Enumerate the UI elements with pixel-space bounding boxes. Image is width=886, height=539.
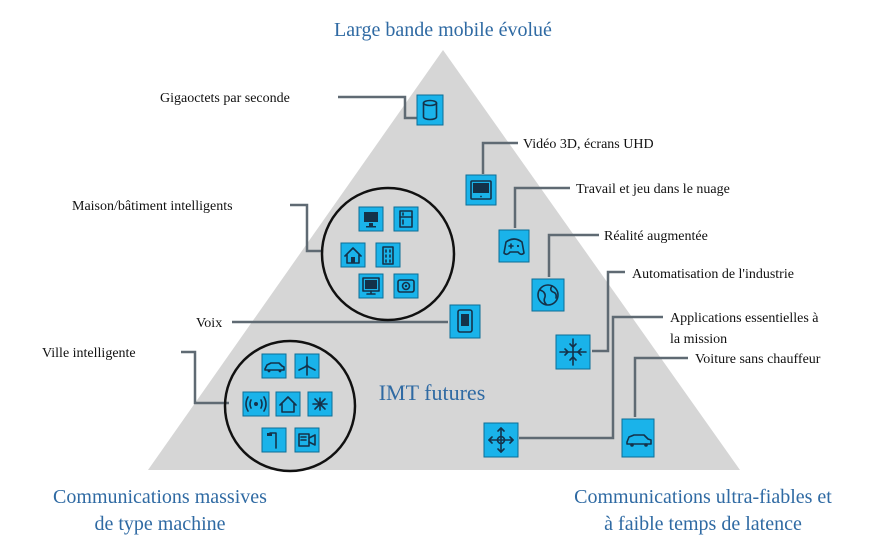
label-voice: Voix <box>196 316 222 331</box>
home-icon <box>340 242 366 268</box>
gamepad-icon <box>498 229 530 263</box>
video-camera-icon <box>294 427 320 453</box>
car-icon <box>621 418 655 458</box>
globe-icon <box>531 278 565 312</box>
smart-home-cluster <box>320 186 456 322</box>
label-industry-automation: Automatisation de l'industrie <box>632 267 794 282</box>
title-massive-mtc-line1: Communications massives <box>53 486 267 508</box>
desktop-icon <box>358 206 384 232</box>
connector-industry-automation <box>592 270 625 353</box>
tv-icon <box>358 273 384 299</box>
signal-icon <box>242 391 270 417</box>
label-video3d: Vidéo 3D, écrans UHD <box>523 137 654 152</box>
label-smart-city: Ville intelligente <box>42 346 136 361</box>
fridge-icon <box>393 206 419 232</box>
title-urllc-line1: Communications ultra-fiables et <box>574 486 832 508</box>
label-cloud-work: Travail et jeu dans le nuage <box>576 182 730 197</box>
monitor-icon <box>465 174 497 206</box>
home-icon <box>275 391 301 417</box>
title-massive-mtc-line2: de type machine <box>94 513 225 535</box>
database-icon <box>416 94 444 126</box>
title-enhanced-mobile-broadband: Large bande mobile évolué <box>334 19 552 41</box>
connector-smart-city <box>181 350 229 405</box>
expand-arrows-icon <box>483 422 519 458</box>
connector-video3d <box>481 141 518 174</box>
connector-smart-home <box>290 203 322 253</box>
compress-arrows-icon <box>555 334 591 370</box>
connector-self-driving <box>633 356 688 417</box>
car-icon <box>261 353 287 379</box>
pyramid-background <box>148 50 740 470</box>
connector-mission-critical <box>519 315 663 440</box>
camera-icon <box>393 273 419 299</box>
label-gigabytes: Gigaoctets par seconde <box>160 91 290 106</box>
connector-gigabytes <box>338 95 422 120</box>
building-icon <box>375 242 401 268</box>
title-urllc-line2: à faible temps de latence <box>604 513 802 535</box>
connector-cloud-work <box>513 186 570 228</box>
title-imt-future: IMT futures <box>379 380 486 405</box>
label-mission-critical-line2: la mission <box>670 332 727 347</box>
label-mission-critical-line1: Applications essentielles à <box>670 311 819 326</box>
tablet-icon <box>449 304 481 339</box>
wind-turbine-icon <box>294 353 320 379</box>
label-smart-home: Maison/bâtiment intelligents <box>72 199 233 214</box>
smart-city-cluster <box>223 339 357 473</box>
street-light-icon <box>261 427 287 453</box>
label-self-driving-car: Voiture sans chauffeur <box>695 352 821 367</box>
drone-icon <box>307 391 333 417</box>
connector-augmented-reality <box>547 233 599 277</box>
label-augmented-reality: Réalité augmentée <box>604 229 708 244</box>
